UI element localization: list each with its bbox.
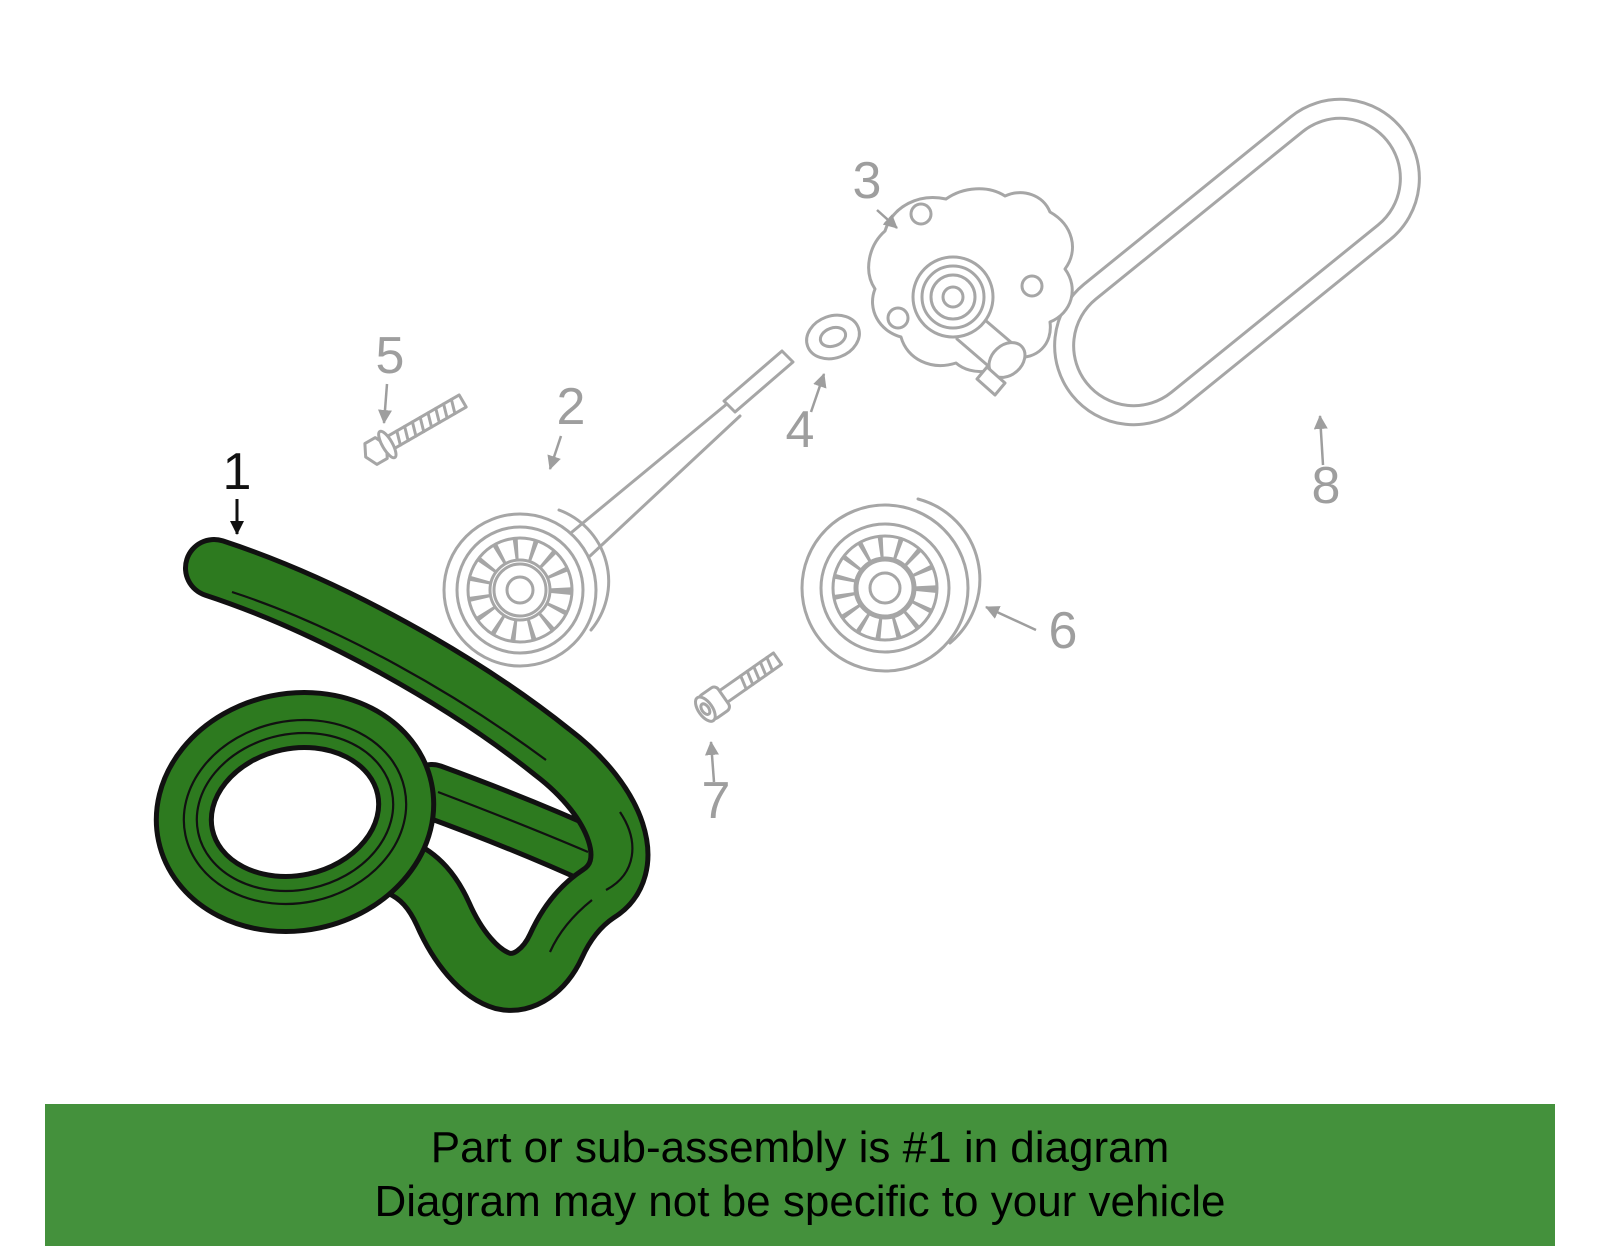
- part-6-idler-pulley: [800, 497, 982, 673]
- pulley-face: [800, 503, 970, 673]
- belt-loop-outer-edge: [1053, 97, 1421, 427]
- part-7-arrow: [704, 741, 719, 783]
- part-3-belt-tensioner: [867, 187, 1074, 397]
- part-1-highlighted-serpentine-belt: [153, 537, 651, 1013]
- lever-arm-shaft: [722, 349, 795, 414]
- part-number-3: 3: [853, 152, 882, 210]
- part-8-drive-belt-loop: [1053, 97, 1421, 427]
- part-number-4: 4: [786, 401, 815, 459]
- part-label-7: 7: [702, 741, 731, 830]
- banner-line-2: Diagram may not be specific to your vehi…: [374, 1177, 1226, 1226]
- thread-lines: [395, 397, 457, 447]
- part-5-arrow: [378, 383, 392, 424]
- part-8-arrow: [1313, 415, 1328, 466]
- part-label-8: 8: [1312, 415, 1341, 515]
- tensioner-damper-body: [955, 318, 1027, 397]
- thread-lines: [739, 656, 774, 691]
- part-4-arrow: [809, 373, 827, 413]
- pulley-depth-arc: [557, 508, 611, 632]
- part-4-seal-washer: [805, 313, 861, 361]
- part-2-arrow: [547, 435, 563, 470]
- part-number-5: 5: [376, 327, 405, 385]
- tensioner-bolt-holes: [886, 202, 1044, 330]
- bolt-flange: [377, 429, 398, 460]
- pulley-face: [442, 512, 598, 668]
- part-label-4: 4: [786, 373, 827, 459]
- part-number-7: 7: [702, 772, 731, 830]
- belt-main-run: [188, 542, 646, 1008]
- part-7-socket-bolt: [693, 651, 783, 723]
- bolt-socket: [699, 702, 712, 716]
- part-2-tensioner-pulley-assembly: [442, 349, 795, 668]
- belt-loop-inner-edge: [1072, 116, 1402, 408]
- part-number-1: 1: [223, 443, 252, 501]
- pulley-depth-arc: [916, 497, 982, 645]
- banner-line-1: Part or sub-assembly is #1 in diagram: [430, 1123, 1170, 1173]
- highlight-banner: Part or sub-assembly is #1 in diagram Di…: [45, 1104, 1555, 1246]
- part-label-2: 2: [547, 378, 586, 470]
- belt-rib-detail-lines: [182, 590, 634, 953]
- part-number-2: 2: [557, 378, 586, 436]
- tensioner-hub: [911, 255, 995, 339]
- pulley-ribs: [468, 538, 572, 642]
- part-label-5: 5: [376, 327, 405, 424]
- lever-arm-lower-edge: [588, 414, 742, 558]
- part-5-flange-bolt: [363, 393, 468, 466]
- washer-inner: [818, 325, 848, 349]
- bolt-shaft: [383, 393, 468, 452]
- part-6-arrow: [985, 605, 1037, 632]
- lever-arm-upper-edge: [570, 401, 730, 534]
- part-3-arrow: [876, 209, 898, 229]
- bolt-head-face: [693, 695, 717, 723]
- part-label-6: 6: [985, 602, 1078, 660]
- part-label-3: 3: [853, 152, 898, 229]
- part-number-6: 6: [1049, 602, 1078, 660]
- pulley-ribs: [833, 536, 937, 640]
- part-label-1: 1: [223, 443, 252, 535]
- part-number-8: 8: [1312, 457, 1341, 515]
